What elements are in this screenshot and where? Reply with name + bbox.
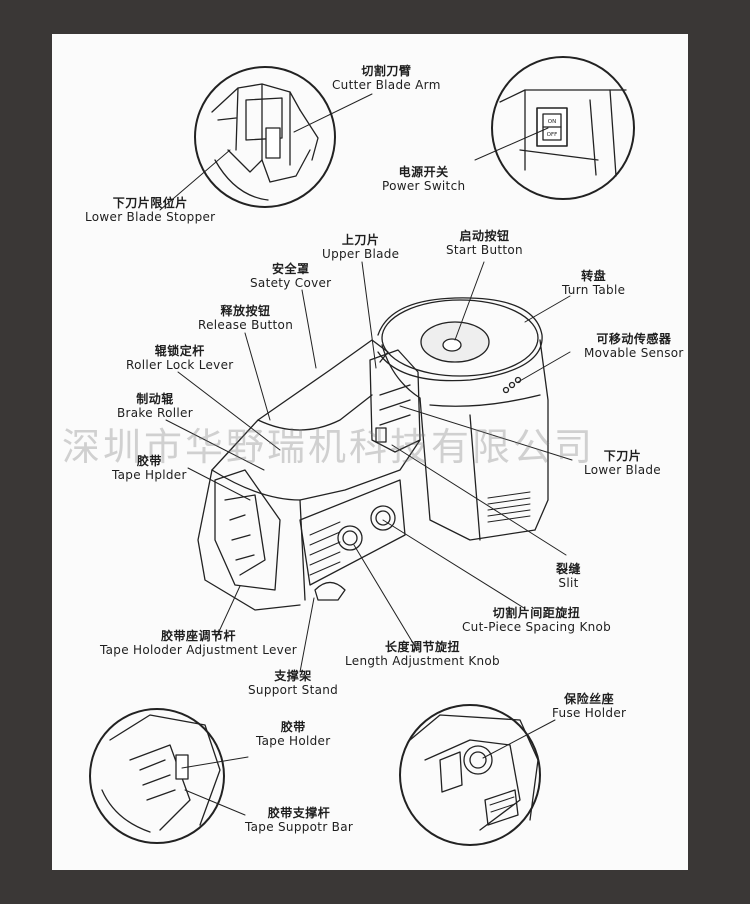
label-length-adjustment-knob: 长度调节旋扭 Length Adjustment Knob — [345, 640, 500, 669]
label-lower-blade-en: Lower Blade — [584, 462, 661, 477]
label-fuse-holder-zh: 保险丝座 — [564, 692, 615, 706]
label-tape-holder-main-zh: 胶带 — [136, 454, 162, 468]
label-safety-cover-en: Satety Cover — [250, 275, 332, 290]
main-machine-drawing — [197, 297, 549, 611]
label-release-button-zh: 释放按钮 — [220, 304, 271, 318]
label-turn-table-zh: 转盘 — [581, 269, 607, 283]
label-tape-support-bar: 胶带支撑杆 Tape Suppotr Bar — [245, 806, 354, 835]
label-power-switch: 电源开关 Power Switch — [382, 165, 466, 194]
label-cut-piece-spacing-knob-en: Cut-Piece Spacing Knob — [462, 619, 612, 634]
label-roller-lock-lever: 辊锁定杆 Roller Lock Lever — [126, 344, 234, 373]
label-power-switch-zh: 电源开关 — [398, 165, 449, 179]
detail-circle-power-switch: ON OFF — [491, 56, 635, 200]
label-tape-holder-detail: 胶带 Tape Holder — [256, 720, 331, 749]
label-lower-blade-zh: 下刀片 — [603, 449, 642, 463]
label-cutter-blade-arm-en: Cutter Blade Arm — [332, 77, 441, 92]
switch-off-text: OFF — [547, 132, 558, 138]
label-tape-holder-adjustment-lever: 胶带座调节杆 Tape Holoder Adjustment Lever — [100, 629, 297, 658]
label-start-button: 启动按钮 Start Button — [446, 229, 523, 258]
label-tape-support-bar-zh: 胶带支撑杆 — [267, 806, 331, 820]
label-safety-cover-zh: 安全罩 — [271, 262, 310, 276]
label-cutter-blade-arm: 切割刀臂 Cutter Blade Arm — [332, 64, 441, 93]
diagram-sheet — [52, 34, 688, 870]
label-movable-sensor: 可移动传感器 Movable Sensor — [584, 332, 684, 361]
label-support-stand-zh: 支撑架 — [274, 669, 312, 683]
label-lower-blade-stopper: 下刀片限位片 Lower Blade Stopper — [85, 196, 216, 225]
label-tape-holder-main: 胶带 Tape Hplder — [112, 454, 187, 483]
label-upper-blade-en: Upper Blade — [322, 246, 400, 261]
label-lower-blade-stopper-zh: 下刀片限位片 — [112, 196, 188, 210]
label-slit: 裂缝 Slit — [556, 562, 582, 591]
label-brake-roller-zh: 制动辊 — [136, 392, 174, 406]
leader-lines — [159, 93, 573, 816]
label-upper-blade: 上刀片 Upper Blade — [322, 233, 400, 262]
label-brake-roller: 制动辊 Brake Roller — [117, 392, 193, 421]
label-turn-table: 转盘 Turn Table — [562, 269, 626, 298]
label-tape-holder-detail-zh: 胶带 — [280, 720, 306, 734]
label-tape-holder-detail-en: Tape Holder — [256, 733, 331, 748]
label-power-switch-en: Power Switch — [382, 178, 466, 193]
label-release-button: 释放按钮 Release Button — [198, 304, 294, 333]
label-lower-blade-stopper-en: Lower Blade Stopper — [85, 209, 216, 224]
label-roller-lock-lever-zh: 辊锁定杆 — [154, 344, 205, 358]
label-start-button-en: Start Button — [446, 242, 523, 257]
watermark-text: 深圳市华野瑞机科技有限公司 — [62, 425, 596, 469]
label-roller-lock-lever-en: Roller Lock Lever — [126, 357, 234, 372]
label-upper-blade-zh: 上刀片 — [341, 233, 380, 247]
label-cut-piece-spacing-knob: 切割片间距旋扭 Cut-Piece Spacing Knob — [462, 606, 612, 635]
label-tape-holder-adjustment-lever-zh: 胶带座调节杆 — [160, 629, 236, 643]
label-cut-piece-spacing-knob-zh: 切割片间距旋扭 — [492, 606, 581, 620]
detail-circle-fuse-holder — [399, 704, 541, 846]
label-cutter-blade-arm-zh: 切割刀臂 — [361, 64, 412, 78]
label-slit-zh: 裂缝 — [556, 562, 582, 576]
label-tape-support-bar-en: Tape Suppotr Bar — [245, 819, 354, 834]
label-length-adjustment-knob-en: Length Adjustment Knob — [345, 653, 500, 668]
label-length-adjustment-knob-zh: 长度调节旋扭 — [384, 640, 460, 654]
detail-circle-cutter-arm — [194, 66, 336, 208]
label-safety-cover: 安全罩 Satety Cover — [250, 262, 332, 291]
label-turn-table-en: Turn Table — [562, 282, 626, 297]
label-tape-holder-adjustment-lever-en: Tape Holoder Adjustment Lever — [100, 642, 297, 657]
label-movable-sensor-en: Movable Sensor — [584, 345, 684, 360]
switch-on-text: ON — [548, 119, 556, 125]
label-fuse-holder: 保险丝座 Fuse Holder — [552, 692, 627, 721]
label-fuse-holder-en: Fuse Holder — [552, 705, 627, 720]
label-brake-roller-en: Brake Roller — [117, 405, 193, 420]
label-movable-sensor-zh: 可移动传感器 — [596, 332, 672, 346]
label-support-stand: 支撑架 Support Stand — [248, 669, 339, 698]
label-support-stand-en: Support Stand — [248, 682, 339, 697]
label-tape-holder-main-en: Tape Hplder — [112, 467, 187, 482]
label-lower-blade: 下刀片 Lower Blade — [584, 449, 661, 478]
label-start-button-zh: 启动按钮 — [459, 229, 510, 243]
label-release-button-en: Release Button — [198, 317, 294, 332]
label-slit-en: Slit — [558, 575, 579, 590]
detail-circle-tape-holder — [89, 708, 225, 844]
